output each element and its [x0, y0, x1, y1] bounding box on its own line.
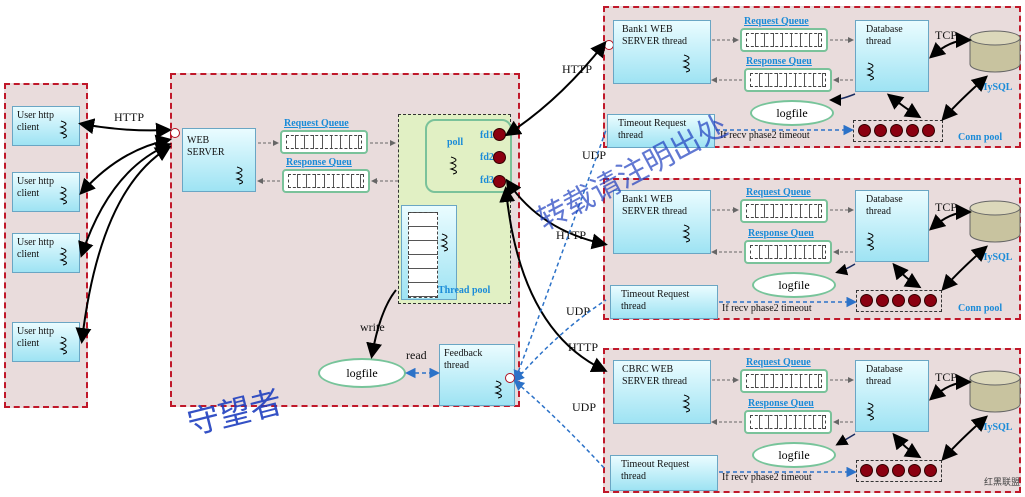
conn-node — [892, 464, 905, 477]
bank-request-queue-label: Request Queue — [746, 187, 811, 198]
thread-spring-icon — [682, 394, 690, 413]
conn-node — [924, 464, 937, 477]
bank-response-queue — [744, 68, 832, 92]
bank-mysql-label: MySQL — [978, 252, 1013, 263]
bank-conn-pool-label: Conn pool — [958, 132, 1003, 143]
fd3-label: fd3 — [480, 175, 494, 186]
thread-pool-slots — [408, 212, 438, 298]
logo-text: 红黑联盟 — [983, 478, 1020, 488]
thread-pool-label: Thread pool — [438, 285, 491, 296]
user-http-client-1: User http client — [12, 106, 80, 146]
bank-response-queue — [744, 410, 832, 434]
conn-node — [876, 464, 889, 477]
thread-spring-icon — [494, 380, 502, 399]
main-request-queue — [280, 130, 368, 154]
conn-node — [890, 124, 903, 137]
write-label: write — [360, 320, 385, 334]
bank-database-thread: Database thread — [855, 190, 929, 262]
thread-spring-icon — [440, 233, 448, 252]
bank-timeout-thread: Timeout Request thread — [610, 455, 718, 491]
thread-spring-icon — [866, 232, 874, 251]
fd1-label: fd1 — [480, 130, 494, 141]
bank-request-queue-label: Request Queue — [744, 16, 809, 27]
thread-spring-icon — [866, 62, 874, 81]
bank-response-queue-label: Response Queu — [746, 56, 812, 67]
read-label: read — [406, 348, 427, 362]
thread-spring-icon — [682, 224, 690, 243]
thread-spring-icon — [682, 54, 690, 73]
main-response-queue-label: Response Queu — [286, 157, 352, 168]
bank-tcp-label: TCP — [935, 28, 958, 42]
main-logfile: logfile — [318, 358, 406, 388]
thread-spring-icon — [866, 402, 874, 421]
conn-node — [908, 294, 921, 307]
bank-web-server: Bank1 WEB SERVER thread — [613, 20, 711, 84]
thread-spring-icon — [59, 186, 67, 205]
http-label-clients: HTTP — [114, 110, 144, 124]
main-web-server: WEB SERVER — [182, 128, 256, 192]
bank-web-server: CBRC WEB SERVER thread — [613, 360, 711, 424]
thread-spring-icon — [59, 120, 67, 139]
user-http-client-2: User http client — [12, 172, 80, 212]
fd2-label: fd2 — [480, 152, 494, 163]
user-http-client-4: User http client — [12, 322, 80, 362]
bank-mysql-label: MySQL — [978, 82, 1013, 93]
fd2-socket-dot — [493, 151, 506, 164]
conn-node — [858, 124, 871, 137]
poll-label: poll — [447, 137, 464, 148]
http-label-cbrc: HTTP — [568, 340, 598, 354]
mysql-database-icon — [969, 370, 1021, 413]
conn-node — [874, 124, 887, 137]
bank-logfile: logfile — [752, 442, 836, 468]
bank-recv-timeout-label: If recv phase2 timeout — [720, 130, 810, 141]
main-request-queue-label: Request Queue — [284, 118, 349, 129]
bank-database-thread: Database thread — [855, 20, 929, 92]
conn-node — [860, 464, 873, 477]
bank-tcp-label: TCP — [935, 370, 958, 384]
thread-spring-icon — [59, 336, 67, 355]
bank-response-queue-label: Response Queu — [748, 228, 814, 239]
conn-node — [922, 124, 935, 137]
fd3-socket-dot — [493, 175, 506, 188]
bank-tcp-label: TCP — [935, 200, 958, 214]
main-response-queue — [282, 169, 370, 193]
fd1-socket-dot — [493, 128, 506, 141]
bank-mysql-label: MySQL — [978, 422, 1013, 433]
bank-request-queue — [740, 199, 828, 223]
user-http-client-3: User http client — [12, 233, 80, 273]
conn-node — [860, 294, 873, 307]
thread-spring-icon — [449, 156, 457, 175]
thread-spring-icon — [59, 247, 67, 266]
bank-response-queue — [744, 240, 832, 264]
server-port-circle — [170, 128, 180, 138]
conn-node — [906, 124, 919, 137]
bank-logfile: logfile — [750, 100, 834, 126]
mysql-database-icon — [969, 30, 1021, 73]
bank-logfile: logfile — [752, 272, 836, 298]
feedback-thread: Feedback thread — [439, 344, 515, 406]
conn-node — [908, 464, 921, 477]
bank-request-queue — [740, 369, 828, 393]
feedback-port-circle — [505, 373, 515, 383]
bank-database-thread: Database thread — [855, 360, 929, 432]
udp-label-cbrc: UDP — [572, 400, 597, 414]
bank-request-queue — [740, 28, 828, 52]
thread-pool-box — [401, 205, 457, 300]
conn-node — [876, 294, 889, 307]
bank-conn-pool-label: Conn pool — [958, 303, 1003, 314]
mysql-database-icon — [969, 200, 1021, 243]
bank-timeout-thread: Timeout Request thread — [610, 285, 718, 319]
bank-recv-timeout-label: If recv phase2 timeout — [722, 303, 812, 314]
conn-node — [924, 294, 937, 307]
bank-timeout-thread: Timeout Request thread — [607, 114, 715, 148]
bank-web-server: Bank1 WEB SERVER thread — [613, 190, 711, 254]
udp-label-bank2: UDP — [566, 304, 591, 318]
bank-response-queue-label: Response Queu — [748, 398, 814, 409]
http-label-bank1: HTTP — [562, 62, 592, 76]
thread-spring-icon — [235, 166, 243, 185]
bank-recv-timeout-label: If recv phase2 timeout — [722, 472, 812, 483]
site-logo: 红黑联盟 — [950, 458, 1022, 494]
bank-request-queue-label: Request Queue — [746, 357, 811, 368]
conn-node — [892, 294, 905, 307]
